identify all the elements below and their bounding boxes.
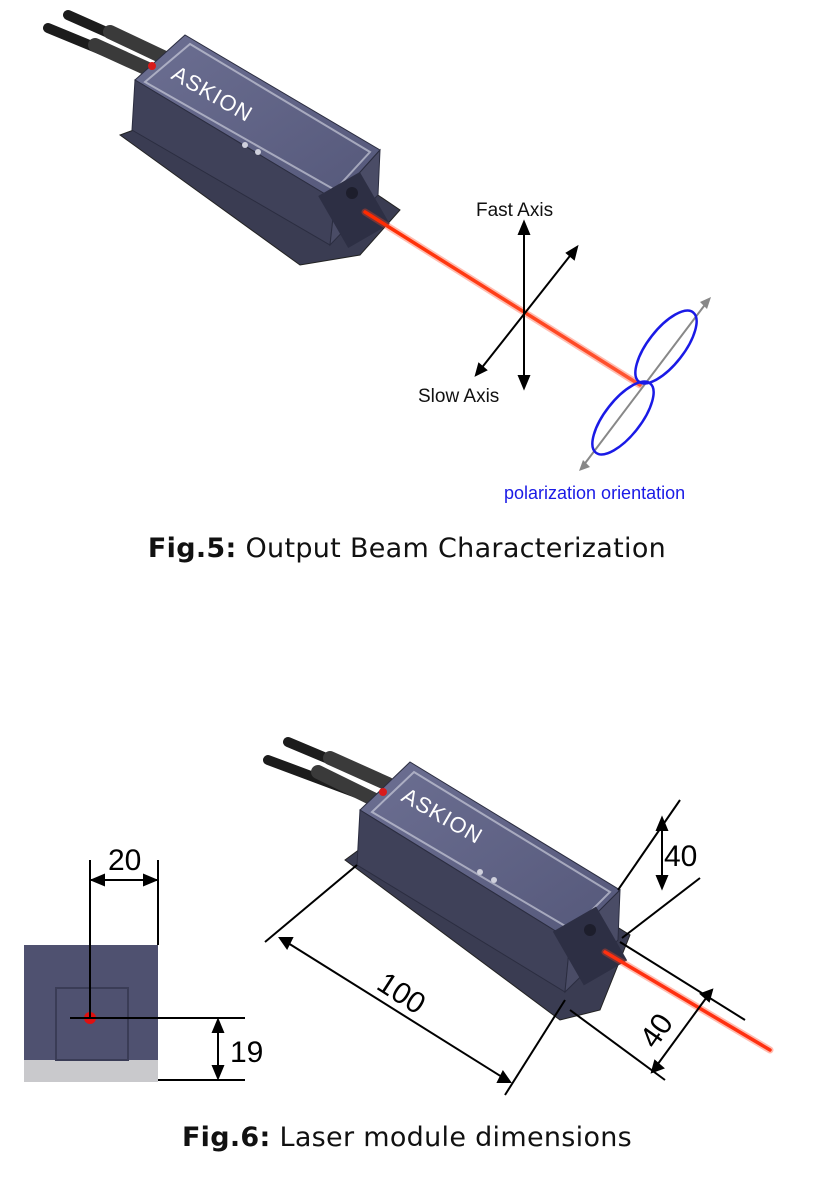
figure-5-caption: Fig.5: Output Beam Characterization (0, 533, 814, 564)
front-view-dimension-lines (70, 860, 245, 1081)
slow-axis-label: Slow Axis (418, 386, 499, 407)
fiber-cables (43, 10, 172, 77)
dimension-height-40: 40 (664, 840, 697, 873)
fiber-cables-fig6 (263, 737, 395, 807)
figure-6-caption-text: Laser module dimensions (270, 1122, 633, 1153)
status-led-icon (148, 62, 156, 70)
dimension-19: 19 (230, 1036, 263, 1069)
dimension-depth-40: 40 (634, 1008, 680, 1054)
module-dimension-lines (264, 799, 746, 1096)
figure-5-caption-prefix: Fig.5: (147, 533, 237, 564)
slow-axis-arrow (474, 244, 579, 377)
figure-6-caption: Fig.6: Laser module dimensions (0, 1122, 814, 1153)
fast-axis-arrow (517, 219, 531, 391)
dimension-length-100: 100 (371, 966, 431, 1021)
laser-beam-fig6 (603, 950, 772, 1052)
polarization-label: polarization orientation (504, 483, 685, 503)
dimension-20: 20 (108, 844, 141, 877)
laser-module-housing (131, 34, 390, 248)
figure-5-caption-text: Output Beam Characterization (236, 533, 667, 564)
figure-5-illustration: ASKION Fast Axis Slow Axis polarization … (43, 10, 711, 503)
figure-6-caption-prefix: Fig.6: (181, 1122, 271, 1153)
polarization-orientation-icon (579, 297, 711, 471)
figure-6-illustration: 20 19 ASKION (24, 737, 774, 1096)
laser-module-housing-fig6 (356, 761, 628, 994)
fast-axis-label: Fast Axis (476, 200, 553, 221)
